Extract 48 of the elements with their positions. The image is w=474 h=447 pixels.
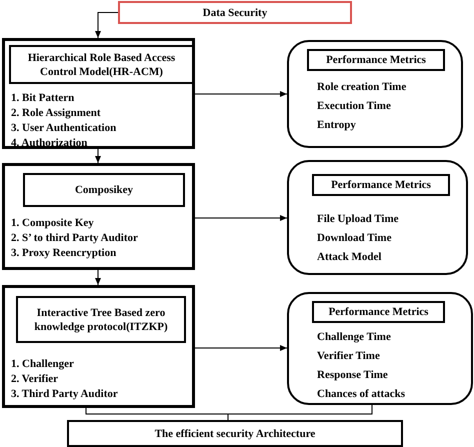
title-text: Performance Metrics xyxy=(331,178,431,192)
arrow xyxy=(194,345,288,351)
list-item: 1. Composite Key xyxy=(11,216,95,230)
list-item: 1. Challenger xyxy=(11,357,75,371)
metrics-panel xyxy=(287,292,473,405)
title-box xyxy=(23,173,185,207)
title-text: Hierarchical Role Based Access Control Model(HR-ACM) xyxy=(26,50,176,78)
list-item: 2. Verifier xyxy=(11,372,60,386)
title-box xyxy=(16,296,186,343)
metric-text: Role creation Time xyxy=(317,80,406,94)
title-box xyxy=(9,45,194,84)
title-box xyxy=(307,49,445,71)
metric-text: Download Time xyxy=(317,231,392,245)
metric-text: Attack Model xyxy=(317,250,382,264)
metric-text: Verifier Time xyxy=(317,349,381,363)
list-item: 1. Bit Pattern xyxy=(11,91,76,105)
arrow xyxy=(95,270,101,286)
arrow xyxy=(194,215,288,221)
arrow xyxy=(95,148,101,164)
title-box xyxy=(312,174,450,196)
metric-text: File Upload Time xyxy=(317,212,398,226)
module-box xyxy=(2,285,195,408)
list-item: 3. Proxy Reencryption xyxy=(11,246,118,260)
metric-text: Execution Time xyxy=(317,99,392,113)
metric-text: Chances of attacks xyxy=(317,387,405,401)
arrow xyxy=(194,91,288,97)
title-text: Interactive Tree Based zero knowledge protocol(ITZKP) xyxy=(33,306,169,334)
list-item: 3. Third Party Auditor xyxy=(11,387,118,401)
module-box xyxy=(2,163,195,270)
metric-text: Challenge Time xyxy=(317,330,392,344)
heading-text: Data Security xyxy=(202,6,268,20)
list-item: 4. Authorization xyxy=(11,136,88,150)
metrics-panel xyxy=(287,160,468,275)
result-box xyxy=(67,420,403,447)
metric-text: Entropy xyxy=(317,118,357,132)
list-item: 3. User Authentication xyxy=(11,121,116,135)
title-box xyxy=(312,301,445,323)
metrics-panel xyxy=(287,40,463,148)
module-box xyxy=(2,38,195,149)
title-text: Performance Metrics xyxy=(328,305,428,319)
arrow xyxy=(95,12,118,38)
list-item: 2. S’ to third Party Auditor xyxy=(11,231,138,245)
title-text: The efficient security Architecture xyxy=(154,426,316,440)
title-text: Performance Metrics xyxy=(326,53,426,67)
list-item: 2. Role Assignment xyxy=(11,106,102,120)
metric-text: Response Time xyxy=(317,368,389,382)
title-text: Composikey xyxy=(74,183,134,197)
heading-box xyxy=(118,1,352,24)
